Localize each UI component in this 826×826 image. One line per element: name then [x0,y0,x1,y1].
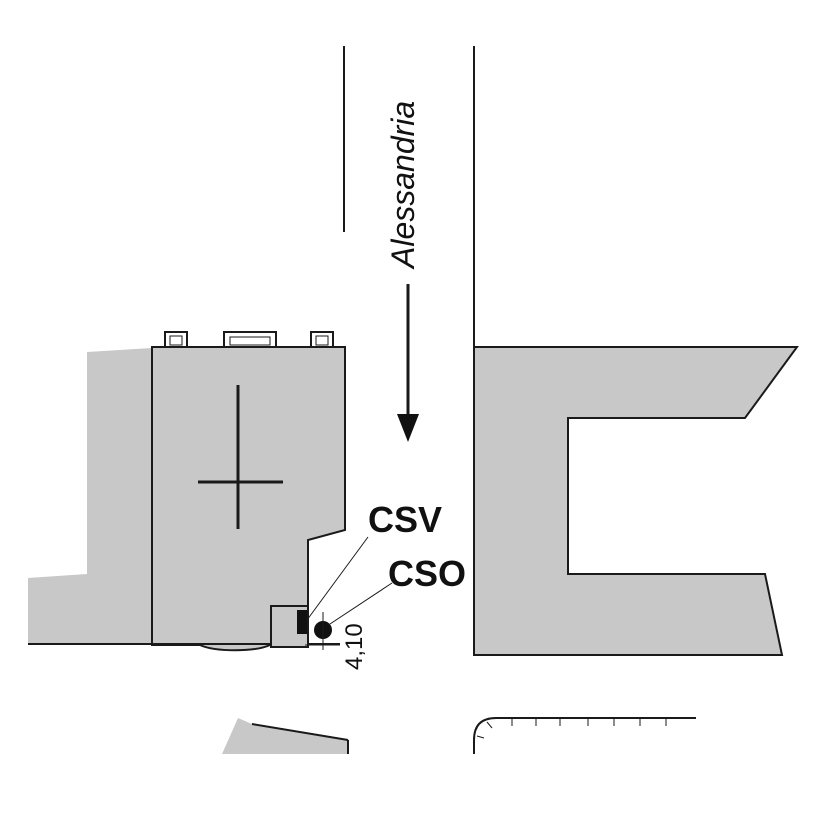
church-cross-icon [198,385,283,529]
csv-marker [297,610,307,634]
roof-features [164,331,334,348]
csv-leader-line [306,536,369,621]
direction-arrow-icon [397,284,419,442]
building-right-c-shape [473,346,799,656]
wedge-edge-line [251,723,349,741]
street-name-label: Alessandria [385,101,421,270]
cso-leader-line [329,582,393,625]
measurement-label: 4,10 [341,623,368,670]
church-building [151,346,346,652]
sidewalk-curb [473,717,696,754]
building-bottom-wedge [222,718,348,754]
cso-label: CSO [388,553,466,594]
csv-label: CSV [368,499,442,540]
adjacent-building-left [28,348,152,644]
measurement-ticks [305,612,340,650]
